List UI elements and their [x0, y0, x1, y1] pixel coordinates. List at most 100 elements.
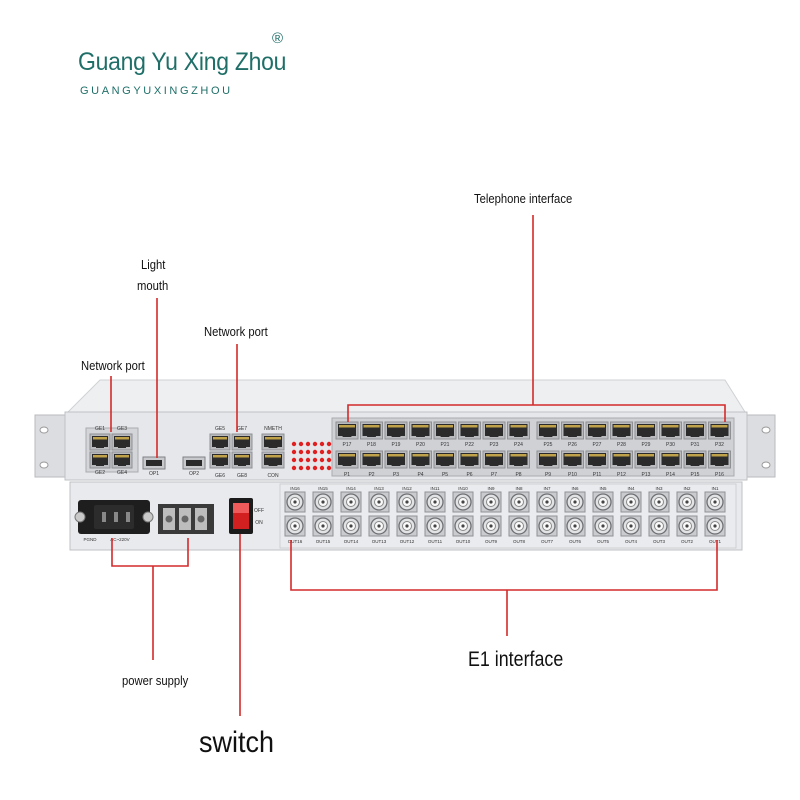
- e1-in-in2: [676, 491, 698, 513]
- phone-port-p30: [659, 421, 682, 440]
- power-switch: [229, 498, 253, 534]
- phone-label: P1: [344, 472, 350, 478]
- status-led: [298, 449, 304, 455]
- e1-in-in14: [340, 491, 362, 513]
- phone-port-p18: [360, 421, 383, 440]
- e1-out-out5: [592, 515, 614, 537]
- phone-port-p3: [384, 450, 408, 469]
- e1-in-in4: [620, 491, 642, 513]
- e1-out-out7: [536, 515, 558, 537]
- e1-in-in8: [508, 491, 530, 513]
- phone-label: P2: [368, 472, 374, 478]
- e1-in-in10: [452, 491, 474, 513]
- e1-out-label: OUT9: [485, 539, 497, 544]
- e1-in-in9: [480, 491, 502, 513]
- phone-label: P31: [691, 442, 700, 448]
- e1-in-in11: [424, 491, 446, 513]
- e1-out-label: OUT11: [428, 539, 443, 544]
- phone-port-p7: [482, 450, 506, 469]
- e1-out-out13: [368, 515, 390, 537]
- status-led: [305, 457, 311, 463]
- ge-port-ge3: [111, 433, 133, 451]
- e1-out-label: OUT10: [456, 539, 471, 544]
- e1-in-label: IN13: [374, 486, 384, 491]
- phone-label: P19: [392, 442, 401, 448]
- e1-in-in6: [564, 491, 586, 513]
- phone-port-p22: [458, 421, 481, 440]
- e1-out-label: OUT4: [625, 539, 637, 544]
- light-mouth-label-line1: Light: [141, 258, 166, 272]
- sfp-port-op2: [182, 456, 206, 470]
- phone-label: P4: [417, 472, 423, 478]
- sfp-ports: [142, 456, 206, 470]
- ge-port-ge7: [231, 433, 253, 451]
- status-led: [312, 465, 318, 471]
- e1-in-in15: [312, 491, 334, 513]
- e1-out-out9: [480, 515, 502, 537]
- e1-in-label: IN9: [487, 486, 495, 491]
- e1-out-label: OUT3: [653, 539, 665, 544]
- phone-label: P30: [666, 442, 675, 448]
- ge-label: GE7: [237, 426, 247, 432]
- e1-out-out4: [620, 515, 642, 537]
- status-led: [291, 465, 297, 471]
- power-off-label: OFF: [254, 508, 264, 514]
- e1-out-out2: [676, 515, 698, 537]
- phone-port-p15: [683, 450, 707, 469]
- phone-port-p17: [335, 421, 359, 440]
- e1-out-label: OUT14: [344, 539, 359, 544]
- phone-port-p19: [384, 421, 408, 440]
- phone-port-p32: [708, 421, 731, 440]
- e1-in-in1: [704, 491, 726, 513]
- ge-label: GE4: [117, 470, 127, 476]
- phone-port-p2: [360, 450, 383, 469]
- status-led-grid: [291, 441, 332, 471]
- registered-mark: ®: [272, 30, 284, 47]
- e1-in-label: IN10: [458, 486, 468, 491]
- ge-label: GE6: [215, 473, 225, 479]
- phone-port-p10: [561, 450, 584, 469]
- status-led: [326, 449, 332, 455]
- ge-label: GE5: [215, 426, 225, 432]
- phone-port-p16: [708, 450, 731, 469]
- phone-label: P24: [514, 442, 523, 448]
- status-led: [298, 457, 304, 463]
- e1-in-label: IN6: [571, 486, 579, 491]
- phone-label: P32: [715, 442, 724, 448]
- nmeth-label: NMETH: [264, 426, 282, 432]
- e1-out-label: OUT2: [681, 539, 693, 544]
- brand-subtitle: GUANGYUXINGZHOU: [80, 85, 233, 97]
- phone-port-p11: [585, 450, 609, 469]
- ge-label: GE2: [95, 470, 105, 476]
- phone-port-p26: [561, 421, 584, 440]
- e1-out-label: OUT5: [597, 539, 609, 544]
- e1-in-label: IN4: [627, 486, 635, 491]
- phone-port-p28: [610, 421, 633, 440]
- phone-label: P11: [593, 472, 602, 478]
- ge-port-ge4: [111, 451, 133, 469]
- status-led: [291, 449, 297, 455]
- phone-label: P23: [490, 442, 499, 448]
- status-led: [312, 457, 318, 463]
- network-port-upper-label: Network port: [204, 325, 268, 339]
- power-supply-label: power supply: [122, 674, 189, 688]
- e1-in-in13: [368, 491, 390, 513]
- e1-in-label: IN7: [543, 486, 551, 491]
- phone-port-p20: [409, 421, 432, 440]
- e1-out-label: OUT6: [569, 539, 581, 544]
- status-led: [305, 441, 311, 447]
- sfp-label: OP1: [149, 471, 159, 477]
- e1-out-out3: [648, 515, 670, 537]
- ge-port-ge1: [89, 433, 111, 451]
- status-led: [298, 441, 304, 447]
- phone-label: P26: [568, 442, 577, 448]
- callout-lines: [110, 215, 726, 716]
- e1-in-label: IN5: [599, 486, 607, 491]
- phone-label: P27: [593, 442, 602, 448]
- e1-out-out16: [284, 515, 306, 537]
- e1-out-label: OUT16: [288, 539, 303, 544]
- e1-in-label: IN12: [402, 486, 412, 491]
- sfp-port-op1: [142, 456, 166, 470]
- status-led: [312, 441, 318, 447]
